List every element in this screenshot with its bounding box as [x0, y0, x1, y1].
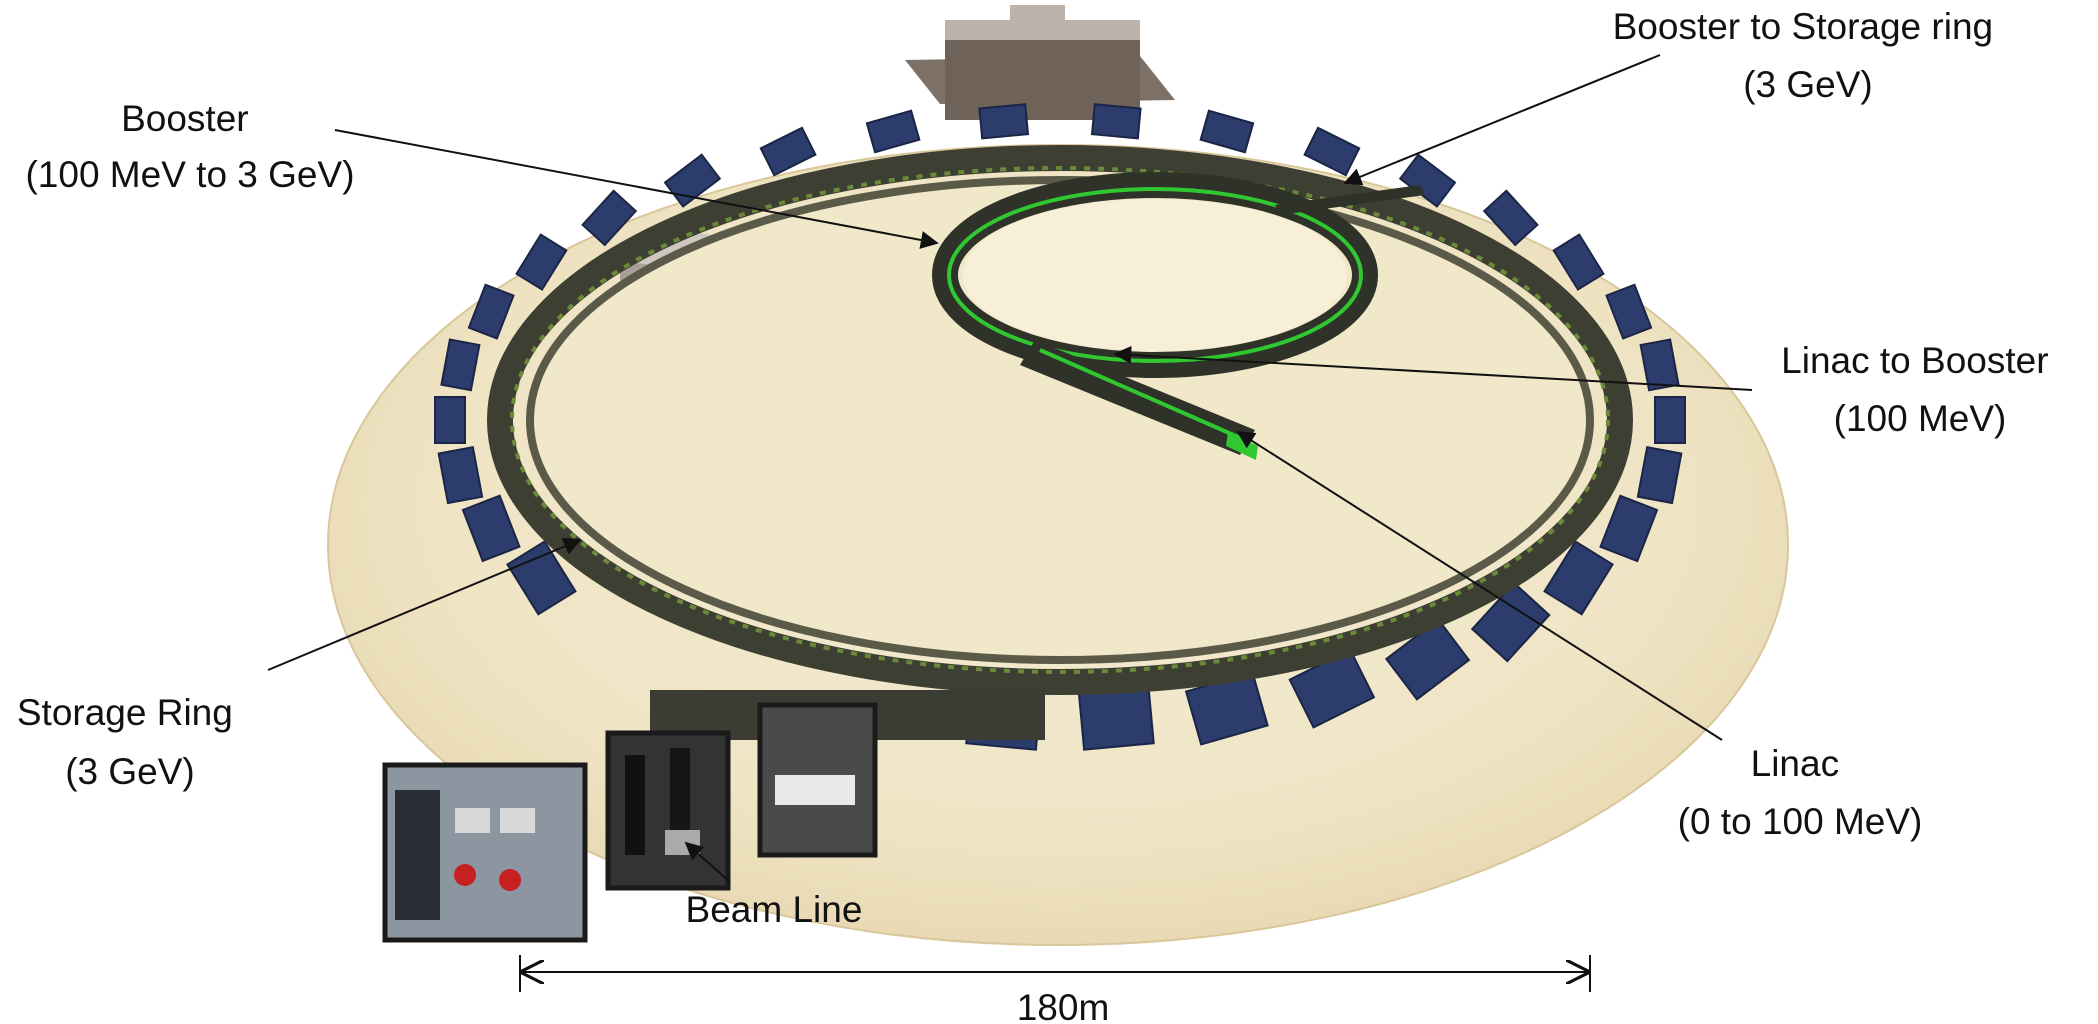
- beam-line-label: Beam Line: [686, 889, 863, 930]
- storage-ring-label: Storage Ring (3 GeV): [17, 692, 243, 792]
- booster-inner-floor: [963, 199, 1347, 351]
- magnet-block: [1384, 618, 1471, 701]
- linac-leader: [1236, 431, 1723, 741]
- booster-to-storage-leader: [1343, 54, 1661, 186]
- magnet-block: [1654, 396, 1686, 444]
- magnet-block: [1543, 540, 1614, 616]
- magnet-block: [978, 103, 1030, 140]
- magnet-block: [1599, 494, 1659, 563]
- magnet-block: [1482, 189, 1539, 247]
- beamline-room-1: [382, 762, 588, 943]
- magnet-block: [1077, 686, 1155, 751]
- booster-to-storage-label: Booster to Storage ring (3 GeV): [1613, 6, 2004, 105]
- scale-label: 180m: [1017, 987, 1110, 1024]
- magnet-block: [1552, 233, 1605, 291]
- magnet-block: [759, 126, 817, 177]
- booster-to-storage-transfer: [1275, 185, 1425, 215]
- booster-ring-beam: [947, 187, 1363, 363]
- magnet-block: [581, 189, 638, 247]
- linac-to-booster-label: Linac to Booster (100 MeV): [1781, 340, 2059, 439]
- linac-label: Linac (0 to 100 MeV): [1678, 743, 1923, 842]
- booster-label: Booster (100 MeV to 3 GeV): [25, 98, 354, 195]
- magnet-block: [1090, 103, 1142, 140]
- magnet-block: [1199, 109, 1255, 154]
- magnet-block: [506, 540, 577, 616]
- magnet-block: [865, 109, 921, 154]
- magnet-block: [467, 283, 515, 340]
- magnet-block: [437, 445, 484, 505]
- magnet-block: [1303, 126, 1361, 177]
- beamline-room-3: [757, 702, 878, 858]
- storage-ring-leader: [267, 537, 582, 671]
- magnet-block: [1605, 283, 1653, 340]
- scale-bar: [519, 955, 1591, 992]
- main-building: [905, 5, 1175, 120]
- storage-ring-outer-wall: [487, 145, 1633, 695]
- magnet-block: [440, 338, 481, 392]
- magnet-block: [461, 494, 521, 563]
- beam-line-leader: [684, 841, 731, 883]
- magnet-block: [1639, 338, 1680, 392]
- magnet-block: [515, 233, 568, 291]
- booster-ring: [932, 172, 1378, 378]
- magnet-block: [1636, 445, 1683, 505]
- storage-ring-beam: [510, 166, 1610, 674]
- magnet-block: [434, 396, 466, 444]
- linac-to-booster-leader: [1113, 345, 1753, 391]
- booster-leader: [334, 129, 939, 249]
- magnet-block: [1470, 581, 1551, 663]
